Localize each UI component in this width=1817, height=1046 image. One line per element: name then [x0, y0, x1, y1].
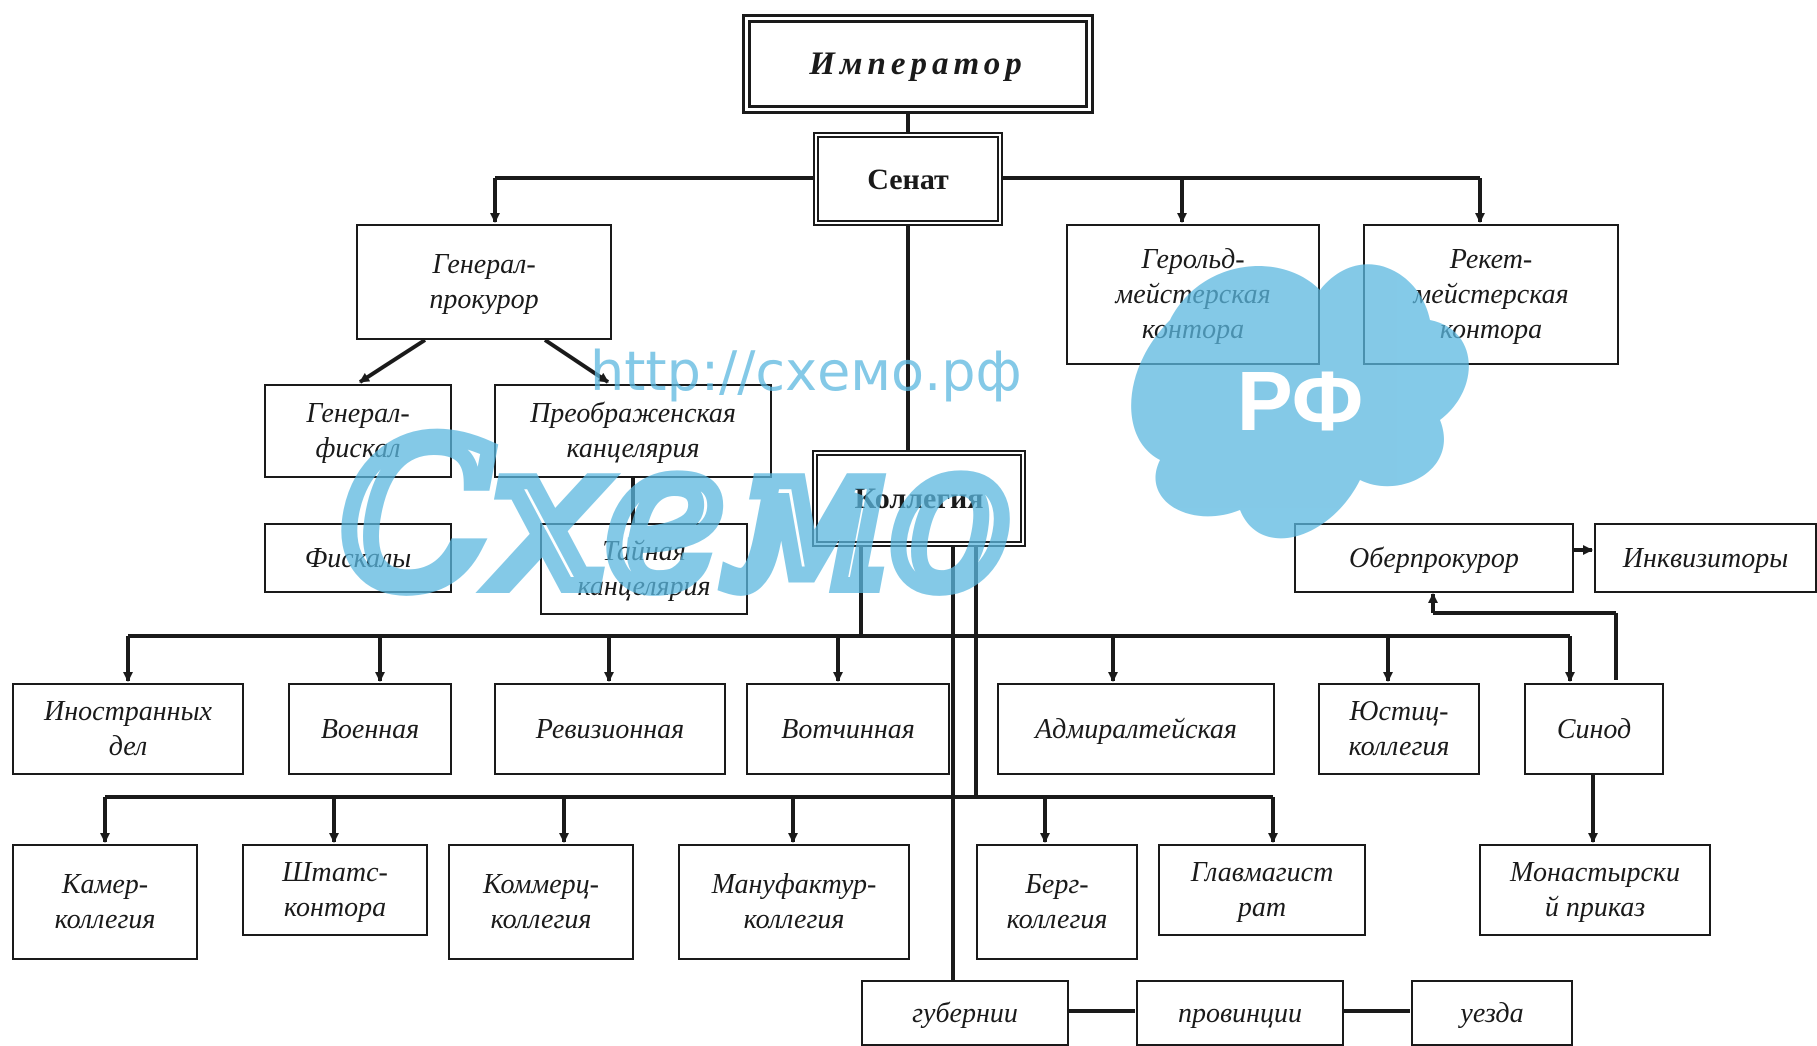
node-general-fiskal: Генерал- фискал	[264, 384, 452, 478]
arrow-general-fiskal	[358, 338, 427, 384]
arrow-preobrazhenskaya	[543, 338, 610, 384]
node-gubernii: губернии	[861, 980, 1069, 1046]
node-oberprokuror: Оберпрокурор	[1294, 523, 1574, 593]
node-inostrannyh: Иностранных дел	[12, 683, 244, 775]
node-preobrazhenskaya: Преображенская канцелярия	[494, 384, 772, 478]
node-reket: Рекет- мейстерская контора	[1363, 224, 1619, 365]
node-shtats: Штатс- контора	[242, 844, 428, 936]
node-imperator: Император	[742, 14, 1094, 114]
node-tainaya: Тайная канцелярия	[540, 523, 748, 615]
node-admiralteyskaya: Адмиралтейская	[997, 683, 1275, 775]
node-uezda: уезда	[1411, 980, 1573, 1046]
node-votchinnaya: Вотчинная	[746, 683, 950, 775]
node-kollegiya: Коллегия	[812, 450, 1026, 547]
node-fiskaly: Фискалы	[264, 523, 452, 593]
node-senat: Сенат	[813, 132, 1003, 226]
node-sinod: Синод	[1524, 683, 1664, 775]
node-glavmagistrat: Главмагист рат	[1158, 844, 1366, 936]
node-kamer: Камер- коллегия	[12, 844, 198, 960]
node-manufaktur: Мануфактур- коллегия	[678, 844, 910, 960]
node-general-prokuror: Генерал- прокурор	[356, 224, 612, 340]
node-provincii: провинции	[1136, 980, 1344, 1046]
node-yustic: Юстиц- коллегия	[1318, 683, 1480, 775]
node-berg: Берг- коллегия	[976, 844, 1138, 960]
node-revizionnaya: Ревизионная	[494, 683, 726, 775]
node-gerold: Герольд- мейстерская контора	[1066, 224, 1320, 365]
node-voennaya: Военная	[288, 683, 452, 775]
node-monastyrskiy: Монастырски й приказ	[1479, 844, 1711, 936]
node-inkvizitory: Инквизиторы	[1594, 523, 1817, 593]
node-kommerc: Коммерц- коллегия	[448, 844, 634, 960]
